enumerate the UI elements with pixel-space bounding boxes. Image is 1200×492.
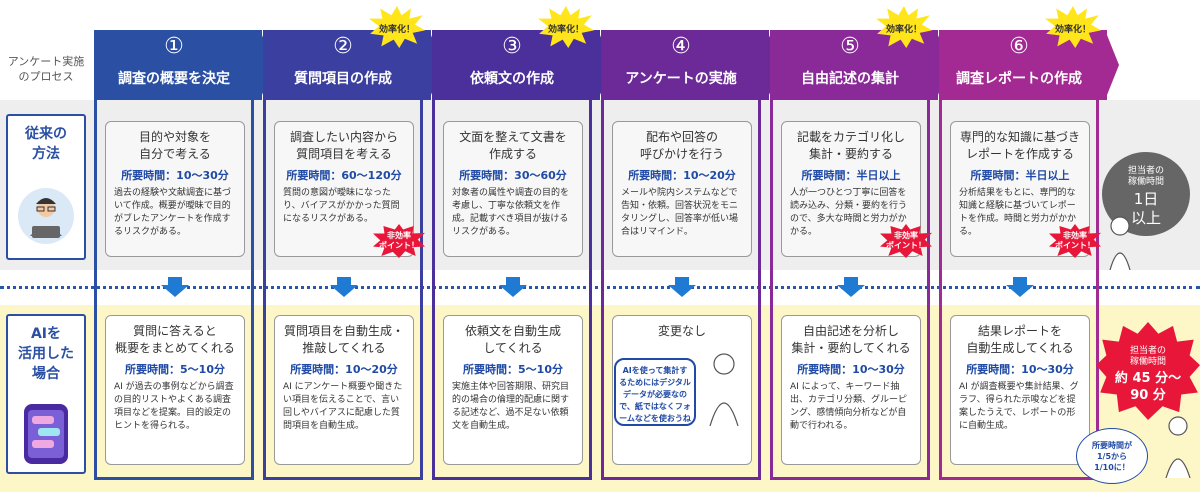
ai-card-title: 自由記述を分析し 集計・要約してくれる <box>791 324 911 355</box>
ai-card-time: 所要時間：10～20分 <box>290 363 398 376</box>
step-column-6: ⑥ 調査レポートの作成 専門的な知識に基づき レポートを作成する 所要時間：半日… <box>939 30 1107 480</box>
traditional-card-title: 専門的な知識に基づき レポートを作成する <box>959 130 1080 161</box>
summary-ai-value: 約 45 分～ 90 分 <box>1114 371 1182 403</box>
traditional-card-time: 所要時間：10～20分 <box>628 169 736 182</box>
traditional-card: 目的や対象を 自分で考える 所要時間：10～30分 過去の経験や文献調査に基づい… <box>105 121 245 257</box>
ai-card-title: 依頼文を自動生成 してくれる <box>464 324 561 355</box>
down-arrow-icon <box>668 277 696 297</box>
traditional-card-desc: 人が一つひとつ丁寧に回答を読み込み、分類・要約を行うので、多大な時間と労力がかか… <box>790 188 908 237</box>
ai-card-time: 所要時間：5～10分 <box>463 363 563 376</box>
down-arrow-icon <box>499 277 527 297</box>
traditional-card-title: 目的や対象を 自分で考える <box>138 130 211 161</box>
step-title: 質問項目の作成 <box>294 71 392 87</box>
traditional-card-title: 文面を整えて文書を 作成する <box>459 130 567 161</box>
ai-card-desc: 実施主体や回答期限、研究目的の場合の倫理的配慮に関する記述など、過不足ない依頼文… <box>452 382 570 431</box>
down-arrow-icon <box>330 277 358 297</box>
efficiency-label: 効率化！ <box>1054 25 1091 35</box>
step-number: ③ <box>502 34 522 59</box>
step-header: ⑥ 調査レポートの作成 <box>939 30 1107 100</box>
step-header: ② 質問項目の作成 <box>263 30 431 100</box>
inefficiency-label: 非効率 ポイント！ <box>886 231 926 250</box>
person-pointing-icon <box>1109 216 1131 270</box>
ai-card-time: 所要時間：5～10分 <box>125 363 225 376</box>
traditional-card-desc: 過去の経験や文献調査に基づいて作成。概要が曖昧で目的がブレたアンケートを作成する… <box>114 188 232 237</box>
ai-card-desc: AI が過去の事例などから調査の目的リストやよくある調査項目などを提案。目的設定… <box>114 382 234 431</box>
ai-card: 結果レポートを 自動生成してくれる 所要時間：10～30分 AI が調査概要や集… <box>950 315 1090 465</box>
ai-card-title: 質問に答えると 概要をまとめてくれる <box>115 324 235 355</box>
row-label-ai-text: AIを 活用した 場合 <box>18 326 74 382</box>
down-arrow-icon <box>1006 277 1034 297</box>
person-at-laptop-icon <box>18 188 74 244</box>
down-arrow-icon <box>837 277 865 297</box>
traditional-card-time: 所要時間：半日以上 <box>970 169 1070 182</box>
ai-card: 依頼文を自動生成 してくれる 所要時間：5～10分 実施主体や回答期限、研究目的… <box>443 315 583 465</box>
summary-traditional-value: 1日 以上 <box>1130 190 1161 227</box>
traditional-card-time: 所要時間：30～60分 <box>459 169 567 182</box>
ai-card-title: 変更なし <box>657 324 706 338</box>
step-title: 依頼文の作成 <box>470 71 554 87</box>
step-title: 自由記述の集計 <box>801 71 899 87</box>
step-number: ⑥ <box>1009 34 1029 59</box>
step-column-1: ① 調査の概要を決定 目的や対象を 自分で考える 所要時間：10～30分 過去の… <box>94 30 262 480</box>
step-header: ④ アンケートの実施 <box>601 30 769 100</box>
summary-ai-label: 担当者の 稼働時間 <box>1129 346 1166 367</box>
traditional-card-desc: 対象者の属性や調査の目的を考慮し、丁寧な依頼文を作成。記載すべき項目が抜けるリス… <box>452 188 570 237</box>
smartphone-chat-icon <box>24 404 68 464</box>
traditional-card-title: 記載をカテゴリ化し 集計・要約する <box>796 130 905 161</box>
traditional-card: 調査したい内容から 質問項目を考える 所要時間：60～120分 質問の意図が曖昧… <box>274 121 414 257</box>
digital-data-note: AIを使って集計するためにはデジタルデータが必要なので、紙ではなくフォームなどを… <box>614 358 696 426</box>
efficiency-label: 効率化！ <box>547 25 584 35</box>
step-title: 調査の概要を決定 <box>118 71 230 87</box>
ai-card: 質問に答えると 概要をまとめてくれる 所要時間：5～10分 AI が過去の事例な… <box>105 315 245 465</box>
step-header: ⑤ 自由記述の集計 <box>770 30 938 100</box>
ai-card-desc: AI によって、キーワード抽出、カテゴリ分類、グルーピング、感情傾向分析などが自… <box>790 382 908 431</box>
ai-card-time: 所要時間：10～30分 <box>966 363 1074 376</box>
row-label-ai: AIを 活用した 場合 <box>6 314 86 474</box>
inefficiency-label: 非効率 ポイント！ <box>1055 231 1095 250</box>
ai-card-desc: AI にアンケート概要や聞きたい項目を伝えることで、言い回しやバイアスに配慮した… <box>283 382 403 431</box>
person-smiling-icon <box>1165 416 1191 478</box>
ai-card-desc: AI が調査概要や集計結果、グラフ、得られた示唆などを提案したうえで、レポートの… <box>959 382 1079 431</box>
ai-card: 質問項目を自動生成・ 推敲してくれる 所要時間：10～20分 AI にアンケート… <box>274 315 414 465</box>
traditional-card-title: 調査したい内容から 質問項目を考える <box>289 130 398 161</box>
step-title: アンケートの実施 <box>625 71 737 87</box>
step-column-3: ③ 依頼文の作成 文面を整えて文書を 作成する 所要時間：30～60分 対象者の… <box>432 30 600 480</box>
step-title: 調査レポートの作成 <box>956 71 1082 87</box>
step-number: ④ <box>671 34 691 59</box>
traditional-card-desc: 分析結果をもとに、専門的な知識と経験に基づいてレポートを作成。時間と労力がかかる… <box>959 188 1077 237</box>
ai-card-title: 結果レポートを 自動生成してくれる <box>966 324 1074 355</box>
row-label-traditional: 従来の 方法 <box>6 114 86 260</box>
summary-traditional-label: 担当者の 稼働時間 <box>1127 166 1164 187</box>
inefficiency-label: 非効率 ポイント！ <box>379 231 419 250</box>
traditional-card-desc: 質問の意図が曖昧になったり、バイアスがかかった質問になるリスクがある。 <box>283 188 400 224</box>
traditional-card-time: 所要時間：10～30分 <box>121 169 229 182</box>
step-number: ⑤ <box>840 34 860 59</box>
traditional-card-time: 所要時間：半日以上 <box>801 169 901 182</box>
ratio-note-bubble: 所要時間が 1/5から 1/10に！ <box>1076 428 1148 484</box>
traditional-card: 配布や回答の 呼びかけを行う 所要時間：10～20分 メールや院内システムなどで… <box>612 121 752 257</box>
traditional-card: 文面を整えて文書を 作成する 所要時間：30～60分 対象者の属性や調査の目的を… <box>443 121 583 257</box>
step-number: ① <box>164 34 184 59</box>
nurse-character-icon <box>709 353 739 426</box>
down-arrow-icon <box>161 277 189 297</box>
traditional-card-time: 所要時間：60～120分 <box>286 169 402 182</box>
header-arrow-icon <box>1105 30 1119 100</box>
step-column-2: ② 質問項目の作成 調査したい内容から 質問項目を考える 所要時間：60～120… <box>263 30 431 480</box>
process-label: アンケート実施 のプロセス <box>7 55 85 83</box>
row-label-traditional-text: 従来の 方法 <box>25 126 67 162</box>
traditional-card-desc: メールや院内システムなどで告知・依頼。回答状況をモニタリングし、回答率が低い場合… <box>621 188 739 237</box>
ai-card: 自由記述を分析し 集計・要約してくれる 所要時間：10～30分 AI によって、… <box>781 315 921 465</box>
divider-line <box>0 286 1200 289</box>
ai-card-desc <box>613 344 751 348</box>
ai-card-time: 所要時間：10～30分 <box>797 363 905 376</box>
efficiency-label: 効率化！ <box>885 25 922 35</box>
step-header: ① 調査の概要を決定 <box>94 30 262 100</box>
step-header: ③ 依頼文の作成 <box>432 30 600 100</box>
ai-card-title: 質問項目を自動生成・ 推敲してくれる <box>283 324 404 355</box>
step-number: ② <box>333 34 353 59</box>
traditional-card-title: 配布や回答の 呼びかけを行う <box>639 130 724 161</box>
efficiency-label: 効率化！ <box>378 25 415 35</box>
